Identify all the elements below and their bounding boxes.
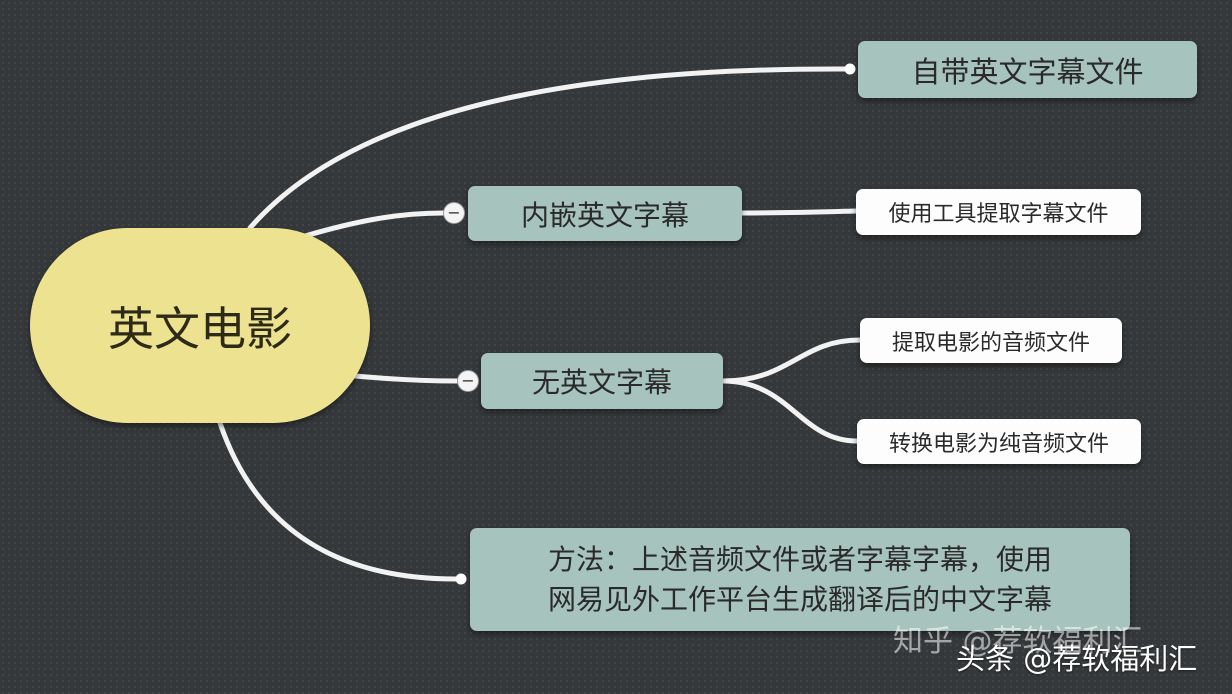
branch-node-method[interactable]: 方法：上述音频文件或者字幕字幕，使用 网易见外工作平台生成翻译后的中文字幕 (470, 528, 1130, 631)
connector-no-subtitle-to-audio (720, 337, 863, 384)
connector-end-dot-method (455, 573, 467, 585)
minus-icon: − (461, 371, 475, 390)
leaf-node-extract-subtitle-tool[interactable]: 使用工具提取字幕文件 (856, 189, 1141, 235)
connector-embedded-to-tool (739, 208, 859, 216)
branch-node-no-subtitle-label: 无英文字幕 (531, 366, 672, 399)
connector-root-to-self-subtitle (247, 66, 851, 231)
collapse-toggle-embedded[interactable]: − (443, 202, 465, 224)
connector-root-to-method (217, 420, 463, 582)
connector-root-to-embedded (302, 210, 446, 239)
method-line-2: 网易见外工作平台生成翻译后的中文字幕 (547, 582, 1052, 616)
collapse-toggle-no-subtitle[interactable]: − (457, 370, 479, 392)
connector-root-to-no-subtitle (352, 373, 460, 384)
branch-node-embedded[interactable]: 内嵌英文字幕 (468, 186, 742, 241)
leaf-node-extract-audio-label: 提取电影的音频文件 (891, 330, 1090, 356)
zhihu-watermark: 知乎 @荐软福利汇 (893, 624, 1143, 659)
connector-end-dot-self (844, 63, 856, 75)
branch-node-no-subtitle[interactable]: 无英文字幕 (481, 353, 723, 409)
leaf-node-convert-to-audio-label: 转换电影为纯音频文件 (888, 431, 1109, 457)
branch-node-embedded-label: 内嵌英文字幕 (520, 198, 689, 232)
root-node[interactable]: 英文电影 (30, 228, 370, 423)
minus-icon: − (447, 203, 461, 222)
connector-no-subtitle-to-convert (720, 378, 860, 444)
branch-node-self-subtitle-label: 自带英文字幕文件 (911, 54, 1144, 89)
root-node-label: 英文电影 (108, 301, 292, 356)
leaf-node-extract-audio[interactable]: 提取电影的音频文件 (860, 318, 1122, 363)
leaf-node-convert-to-audio[interactable]: 转换电影为纯音频文件 (857, 419, 1141, 464)
method-line-1: 方法：上述音频文件或者字幕字幕，使用 (547, 542, 1052, 576)
toutiao-watermark: 头条 @荐软福利汇 (956, 642, 1198, 676)
branch-node-self-subtitle[interactable]: 自带英文字幕文件 (858, 41, 1197, 98)
leaf-node-extract-subtitle-tool-label: 使用工具提取字幕文件 (888, 202, 1109, 227)
